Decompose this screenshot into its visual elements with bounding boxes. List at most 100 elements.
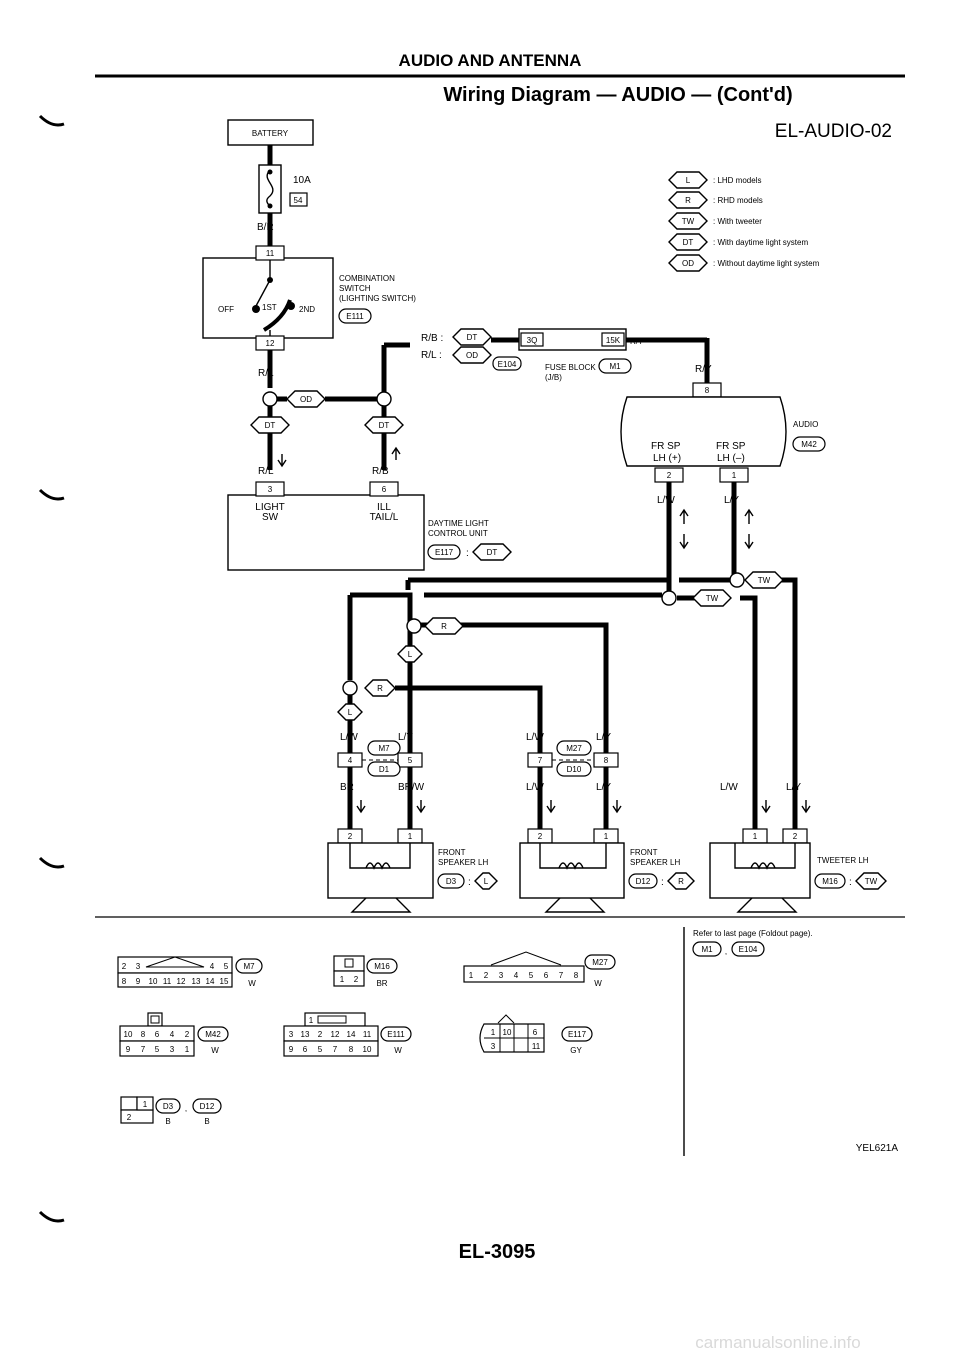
section-title: AUDIO AND ANTENNA bbox=[399, 51, 582, 70]
svg-text:7: 7 bbox=[538, 756, 543, 765]
svg-text:D3: D3 bbox=[163, 1102, 174, 1111]
svg-text:M42: M42 bbox=[205, 1030, 221, 1039]
svg-text:DT: DT bbox=[379, 421, 390, 430]
svg-text:13: 13 bbox=[301, 1030, 310, 1039]
svg-text:11: 11 bbox=[266, 249, 275, 258]
svg-text:AUDIO: AUDIO bbox=[793, 420, 818, 429]
svg-text:: LHD models: : LHD models bbox=[713, 176, 761, 185]
svg-text:M16: M16 bbox=[374, 962, 390, 971]
daytime-light-unit: DT DT R/L R/B 3 6 LIGHT SW ILL TAIL/L DA… bbox=[227, 406, 512, 571]
svg-text:1: 1 bbox=[491, 1028, 496, 1037]
combination-switch: 11 OFF 1ST 2ND 12 COMBINATION SWITCH (LI… bbox=[202, 245, 416, 351]
svg-text:7: 7 bbox=[141, 1045, 146, 1054]
svg-text:R: R bbox=[377, 684, 383, 693]
svg-text:W: W bbox=[211, 1046, 219, 1055]
page-title: Wiring Diagram — AUDIO — (Cont'd) bbox=[443, 84, 792, 106]
svg-text:OFF: OFF bbox=[218, 305, 234, 314]
svg-text:6: 6 bbox=[303, 1045, 308, 1054]
svg-text:(J/B): (J/B) bbox=[545, 373, 562, 382]
svg-text:DT: DT bbox=[487, 548, 498, 557]
connector-face-m27: 1 2 3 4 5 6 7 8 M27 W bbox=[463, 951, 616, 988]
svg-text:4: 4 bbox=[210, 962, 215, 971]
svg-text:M27: M27 bbox=[592, 958, 608, 967]
svg-text:3: 3 bbox=[491, 1042, 496, 1051]
svg-text:6: 6 bbox=[382, 485, 387, 494]
svg-text:L: L bbox=[408, 650, 413, 659]
svg-text:R/Y: R/Y bbox=[695, 364, 712, 375]
svg-text:7: 7 bbox=[333, 1045, 338, 1054]
connector-face-e117: 1 10 6 3 11 E117 GY bbox=[479, 1014, 593, 1055]
svg-text:9: 9 bbox=[136, 977, 141, 986]
svg-text:M7: M7 bbox=[243, 962, 255, 971]
svg-text:FUSE BLOCK: FUSE BLOCK bbox=[545, 363, 596, 372]
svg-text:1: 1 bbox=[732, 471, 737, 480]
svg-text:L/W: L/W bbox=[526, 782, 544, 793]
connector-face-m7: 2 3 4 5 8 9 10 11 12 13 14 15 M7 W bbox=[117, 956, 263, 988]
svg-text:10A: 10A bbox=[293, 175, 311, 186]
svg-text:R: R bbox=[441, 622, 447, 631]
svg-text:M1: M1 bbox=[609, 362, 621, 371]
svg-text:COMBINATION: COMBINATION bbox=[339, 274, 395, 283]
legend: L : LHD models R : RHD models TW : With … bbox=[668, 171, 820, 272]
svg-text:1: 1 bbox=[143, 1100, 148, 1109]
svg-text::: : bbox=[849, 877, 852, 888]
svg-text:9: 9 bbox=[126, 1045, 131, 1054]
svg-text:W: W bbox=[248, 979, 256, 988]
svg-text:BR/W: BR/W bbox=[398, 782, 425, 793]
svg-text:1: 1 bbox=[604, 832, 609, 841]
svg-text:5: 5 bbox=[529, 971, 534, 980]
svg-text:(LIGHTING SWITCH): (LIGHTING SWITCH) bbox=[339, 294, 416, 303]
svg-text::: : bbox=[661, 877, 664, 888]
svg-text:2: 2 bbox=[318, 1030, 323, 1039]
svg-text:R/L :: R/L : bbox=[421, 350, 442, 361]
wire-br: B/R bbox=[257, 222, 274, 233]
svg-text:13: 13 bbox=[192, 977, 201, 986]
svg-text:10: 10 bbox=[363, 1045, 372, 1054]
svg-text:14: 14 bbox=[347, 1030, 356, 1039]
svg-text:1: 1 bbox=[185, 1045, 190, 1054]
svg-text:2: 2 bbox=[185, 1030, 190, 1039]
svg-text:L/Y: L/Y bbox=[596, 732, 611, 743]
svg-text:B: B bbox=[165, 1117, 170, 1126]
svg-text:GY: GY bbox=[570, 1046, 582, 1055]
svg-text:,: , bbox=[185, 1104, 187, 1113]
svg-text:Refer to last page (Foldout pa: Refer to last page (Foldout page). bbox=[693, 929, 813, 938]
svg-text:: Without daytime light system: : Without daytime light system bbox=[713, 259, 820, 268]
svg-text::: : bbox=[466, 548, 469, 559]
svg-text:M1: M1 bbox=[701, 945, 713, 954]
svg-text:9: 9 bbox=[289, 1045, 294, 1054]
svg-text:D3: D3 bbox=[446, 877, 457, 886]
svg-text:R/B :: R/B : bbox=[421, 333, 443, 344]
svg-text:TAIL/L: TAIL/L bbox=[370, 512, 399, 523]
svg-text:1: 1 bbox=[469, 971, 474, 980]
svg-text:3: 3 bbox=[289, 1030, 294, 1039]
svg-text:1: 1 bbox=[340, 975, 345, 984]
legend-daytime: DT : With daytime light system bbox=[668, 233, 808, 251]
svg-text:R/L: R/L bbox=[258, 466, 274, 477]
svg-text:3Q: 3Q bbox=[527, 336, 538, 345]
svg-text:W: W bbox=[394, 1046, 402, 1055]
fuse-10a: 10A 54 bbox=[258, 164, 311, 214]
svg-text:8: 8 bbox=[574, 971, 579, 980]
svg-text:L/W: L/W bbox=[720, 782, 738, 793]
svg-text:6: 6 bbox=[544, 971, 549, 980]
svg-text:FRONT: FRONT bbox=[438, 848, 466, 857]
svg-text:CONTROL UNIT: CONTROL UNIT bbox=[428, 529, 488, 538]
svg-text:FRONT: FRONT bbox=[630, 848, 658, 857]
svg-text:DT: DT bbox=[265, 421, 276, 430]
svg-text:7: 7 bbox=[559, 971, 564, 980]
watermark: carmanualsonline.info bbox=[695, 1333, 860, 1352]
svg-text:54: 54 bbox=[294, 196, 303, 205]
svg-text:12: 12 bbox=[266, 339, 275, 348]
svg-text:D12: D12 bbox=[200, 1102, 215, 1111]
svg-text:L: L bbox=[686, 176, 691, 185]
svg-text:TW: TW bbox=[758, 576, 771, 585]
svg-text:3: 3 bbox=[170, 1045, 175, 1054]
svg-text:14: 14 bbox=[206, 977, 215, 986]
svg-text:8: 8 bbox=[705, 386, 710, 395]
svg-text:1: 1 bbox=[309, 1016, 314, 1025]
svg-text:4: 4 bbox=[514, 971, 519, 980]
svg-text:: With tweeter: : With tweeter bbox=[713, 217, 762, 226]
svg-text:10: 10 bbox=[149, 977, 158, 986]
svg-text:11: 11 bbox=[163, 977, 172, 986]
